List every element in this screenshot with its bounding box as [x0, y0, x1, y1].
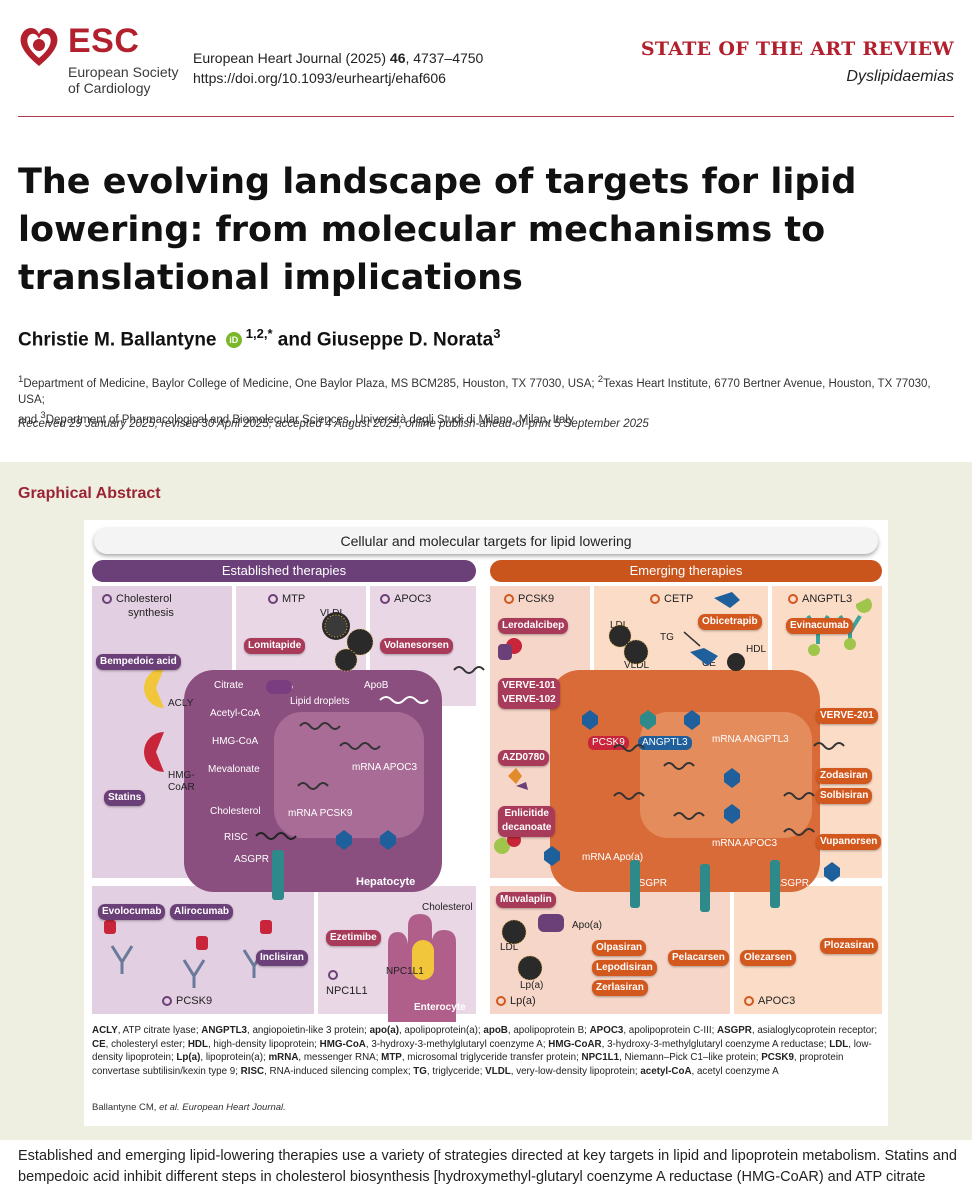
- legend-definition: , apolipoprotein(a);: [399, 1025, 483, 1036]
- drug-evinacumab: Evinacumab: [786, 618, 853, 634]
- journal-volume: 46: [390, 50, 406, 66]
- drug-inclisiran: Inclisiran: [256, 950, 308, 966]
- legend-abbreviation: HDL: [188, 1039, 208, 1050]
- legend-abbreviation: apoB: [483, 1025, 508, 1036]
- drug-ezetimibe: Ezetimibe: [326, 930, 381, 946]
- legend-definition: , apolipoprotein C-III;: [623, 1025, 717, 1036]
- legend-definition: , asialoglycoprotein receptor;: [752, 1025, 877, 1036]
- legend-definition: , cholesteryl ester;: [106, 1039, 188, 1050]
- received-dates: Received 29 January 2025; revised 30 Apr…: [18, 418, 649, 430]
- legend-abbreviation: acetyl-CoA: [640, 1066, 691, 1077]
- journal-name: European Heart Journal (2025): [193, 50, 386, 66]
- drug-muvalaplin: Muvalaplin: [496, 892, 556, 908]
- drug-evolocumab: Evolocumab: [98, 904, 165, 920]
- cite-authors: Ballantyne CM,: [92, 1102, 159, 1113]
- legend-abbreviation: CE: [92, 1039, 106, 1050]
- drug-obicetrapib: Obicetrapib: [698, 614, 762, 630]
- legend-abbreviation: TG: [413, 1066, 427, 1077]
- drug-alirocumab: Alirocumab: [170, 904, 233, 920]
- legend-abbreviation: ANGPTL3: [201, 1025, 247, 1036]
- enlicitide-label-1: Enlicitide: [502, 807, 551, 821]
- legend-definition: , high-density lipoprotein;: [208, 1039, 320, 1050]
- author2-affil-sup: 3: [493, 326, 500, 341]
- legend-definition: , ATP citrate lyase;: [118, 1025, 202, 1036]
- verve-102-label: VERVE-102: [502, 693, 556, 707]
- legend-abbreviation: mRNA: [268, 1052, 298, 1063]
- legend-abbreviation: ACLY: [92, 1025, 118, 1036]
- journal-pages: , 4737–4750: [405, 50, 483, 66]
- logo-sub-line-1: European Society: [68, 64, 179, 80]
- drug-lerodalcibep: Lerodalcibep: [498, 618, 568, 634]
- verve-101-label: VERVE-101: [502, 679, 556, 693]
- legend-abbreviation: NPC1L1: [582, 1052, 620, 1063]
- author-norata[interactable]: Giuseppe D. Norata: [317, 329, 493, 350]
- drug-zerlasiran: Zerlasiran: [592, 980, 648, 996]
- legend-abbreviation: HMG-CoA: [320, 1039, 366, 1050]
- header-divider: [18, 116, 954, 117]
- legend-abbreviation: MTP: [381, 1052, 402, 1063]
- legend-definition: , 3-hydroxy-3-methylglutaryl coenzyme A;: [366, 1039, 548, 1050]
- legend-definition: , triglyceride;: [427, 1066, 485, 1077]
- drug-zodasiran: Zodasiran: [816, 768, 872, 784]
- drug-olezarsen: Olezarsen: [740, 950, 796, 966]
- drug-azd0780: AZD0780: [498, 750, 549, 766]
- drug-solbisiran: Solbisiran: [816, 788, 872, 804]
- drug-olpasiran: Olpasiran: [592, 940, 646, 956]
- graphical-abstract-label: Graphical Abstract: [18, 485, 161, 503]
- drug-plozasiran: Plozasiran: [820, 938, 878, 954]
- cite-journal: et al. European Heart Journal.: [159, 1102, 286, 1113]
- drug-bempedoic-acid: Bempedoic acid: [96, 654, 181, 670]
- esc-logo-text: ESC: [68, 24, 139, 58]
- author-conjunction: and: [273, 329, 317, 350]
- legend-definition: , lipoprotein(a);: [200, 1052, 268, 1063]
- affil-1: Department of Medicine, Baylor College o…: [23, 378, 597, 390]
- figure-caption: Established and emerging lipid-lowering …: [18, 1146, 958, 1188]
- section-heading: STATE OF THE ART REVIEW: [641, 38, 954, 60]
- legend-definition: , apolipoprotein B;: [508, 1025, 590, 1036]
- legend-abbreviation: APOC3: [590, 1025, 624, 1036]
- legend-abbreviation: VLDL: [485, 1066, 511, 1077]
- figure-citation: Ballantyne CM, et al. European Heart Jou…: [92, 1102, 286, 1113]
- logo-sub-line-2: of Cardiology: [68, 80, 179, 96]
- orcid-icon[interactable]: iD: [226, 332, 242, 348]
- legend-definition: , microsomal triglyceride transfer prote…: [402, 1052, 582, 1063]
- drug-verve-201: VERVE-201: [816, 708, 878, 724]
- article-title: The evolving landscape of targets for li…: [18, 158, 948, 302]
- legend-definition: , RNA-induced silencing complex;: [264, 1066, 413, 1077]
- author1-affil-sup: 1,2,: [246, 326, 268, 341]
- legend-definition: , 3-hydroxy-3-methylglutaryl coenzyme A …: [602, 1039, 830, 1050]
- author-ballantyne[interactable]: Christie M. Ballantyne: [18, 329, 217, 350]
- drug-pelacarsen: Pelacarsen: [668, 950, 729, 966]
- enlicitide-label-2: decanoate: [502, 821, 551, 835]
- legend-abbreviation: LDL: [829, 1039, 848, 1050]
- legend-definition: , angiopoietin-like 3 protein;: [247, 1025, 370, 1036]
- figure-abbreviations-legend: ACLY, ATP citrate lyase; ANGPTL3, angiop…: [92, 1024, 882, 1078]
- legend-definition: , very-low-density lipoprotein;: [511, 1066, 641, 1077]
- journal-header: ESC European Society of Cardiology Europ…: [0, 0, 972, 118]
- drug-lomitapide: Lomitapide: [244, 638, 305, 654]
- legend-abbreviation: apo(a): [370, 1025, 399, 1036]
- legend-abbreviation: RISC: [241, 1066, 264, 1077]
- legend-definition: , Niemann–Pick C1–like protein;: [619, 1052, 761, 1063]
- legend-definition: , acetyl coenzyme A: [692, 1066, 779, 1077]
- journal-citation: European Heart Journal (2025) 46, 4737–4…: [193, 48, 483, 68]
- doi-link[interactable]: https://doi.org/10.1093/eurheartj/ehaf60…: [193, 68, 446, 88]
- molecules-overlay-icon: [84, 520, 888, 1024]
- section-subheading: Dyslipidaemias: [846, 68, 954, 86]
- legend-abbreviation: PCSK9: [761, 1052, 794, 1063]
- legend-abbreviation: HMG-CoAR: [548, 1039, 601, 1050]
- esc-heart-logo-icon: [16, 22, 62, 70]
- drug-lepodisiran: Lepodisiran: [592, 960, 657, 976]
- graphical-abstract-figure: Cellular and molecular targets for lipid…: [84, 520, 888, 1126]
- drug-vupanorsen: Vupanorsen: [816, 834, 881, 850]
- drug-statins: Statins: [104, 790, 145, 806]
- esc-logo-subtitle: European Society of Cardiology: [68, 64, 179, 96]
- legend-abbreviation: ASGPR: [717, 1025, 752, 1036]
- legend-definition: , messenger RNA;: [298, 1052, 381, 1063]
- legend-abbreviation: Lp(a): [176, 1052, 200, 1063]
- drug-volanesorsen: Volanesorsen: [380, 638, 453, 654]
